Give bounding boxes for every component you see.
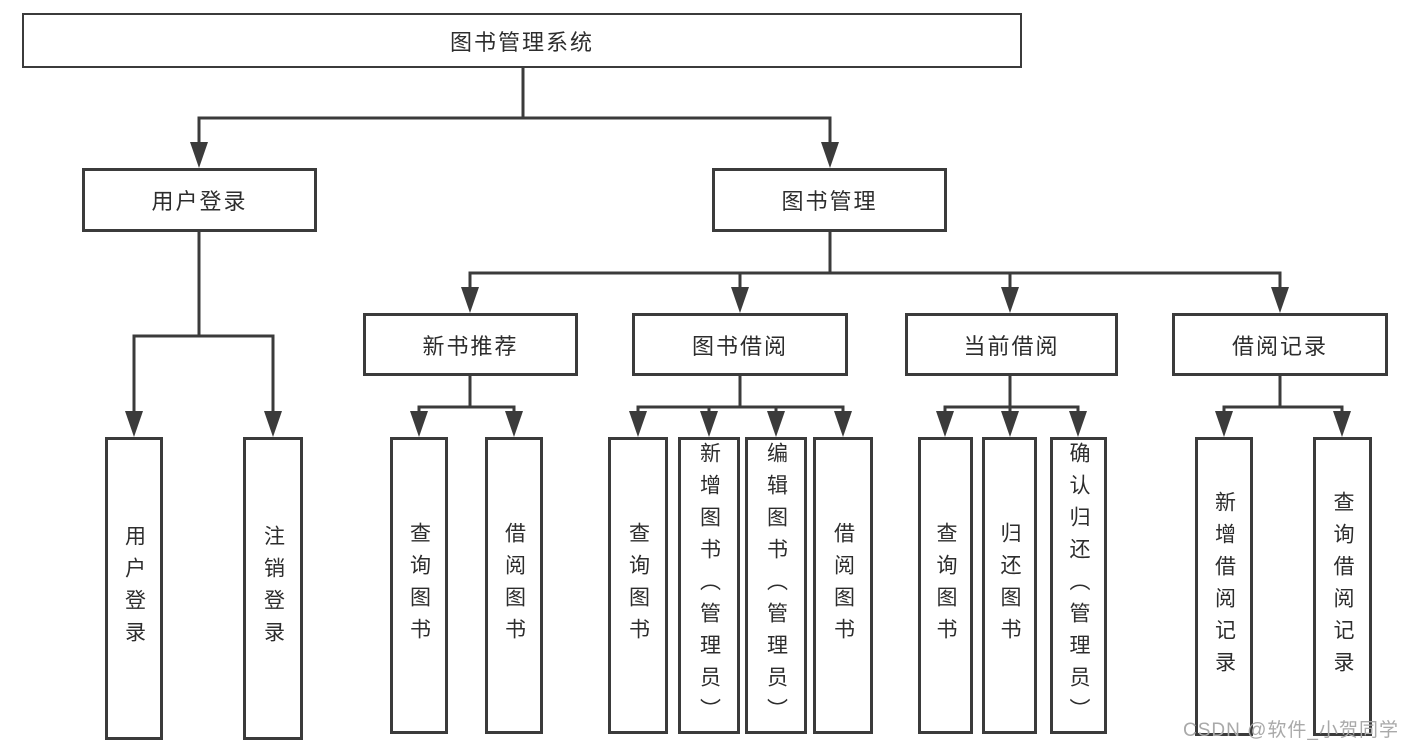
leaf-newbook-query-books-label: 查询图书 (407, 521, 431, 650)
arrowheads (125, 142, 1351, 437)
node-borrow-records: 借阅记录 (1172, 313, 1388, 376)
arrow-icon (1333, 411, 1351, 437)
node-book-management: 图书管理 (712, 168, 947, 232)
leaf-records-add-record: 新增借阅记录 (1195, 437, 1253, 736)
leaf-records-add-record-label: 新增借阅记录 (1212, 490, 1236, 683)
node-book-borrow: 图书借阅 (632, 313, 848, 376)
node-book-borrow-label: 图书借阅 (691, 333, 788, 359)
leaf-logout-label: 注销登录 (261, 524, 285, 653)
arrow-icon (1069, 411, 1087, 437)
arrow-icon (461, 287, 479, 313)
arrow-icon (505, 411, 523, 437)
node-borrow-records-label: 借阅记录 (1231, 333, 1328, 359)
leaf-newbook-borrow-books-label: 借阅图书 (502, 521, 526, 650)
node-user-login-label: 用户登录 (151, 189, 248, 214)
leaf-current-confirm-return-admin-label: 确认归还（管理员） (1067, 441, 1090, 730)
arrow-icon (629, 411, 647, 437)
leaf-borrow-query-books-label: 查询图书 (626, 521, 650, 650)
leaf-current-return-books-label: 归还图书 (998, 521, 1021, 650)
node-new-book-recommend: 新书推荐 (363, 313, 578, 376)
node-book-management-label: 图书管理 (781, 189, 878, 214)
arrow-icon (834, 411, 852, 437)
leaf-newbook-query-books: 查询图书 (390, 437, 448, 734)
arrow-icon (767, 411, 785, 437)
leaf-logout: 注销登录 (243, 437, 303, 740)
arrow-icon (700, 411, 718, 437)
arrow-icon (821, 142, 839, 168)
leaf-borrow-add-books-admin-label: 新增图书（管理员） (697, 441, 721, 730)
leaf-borrow-borrow-books: 借阅图书 (813, 437, 873, 734)
arrow-icon (264, 411, 282, 437)
node-user-login: 用户登录 (82, 168, 317, 232)
node-library-management-system: 图书管理系统 (22, 13, 1022, 68)
leaf-user-login: 用户登录 (105, 437, 163, 740)
leaf-borrow-edit-books-admin: 编辑图书（管理员） (745, 437, 807, 734)
arrow-icon (1271, 287, 1289, 313)
arrow-icon (1215, 411, 1233, 437)
leaf-newbook-borrow-books: 借阅图书 (485, 437, 543, 734)
leaf-records-query-record-label: 查询借阅记录 (1331, 490, 1354, 683)
leaf-current-return-books: 归还图书 (982, 437, 1037, 734)
node-current-borrow: 当前借阅 (905, 313, 1118, 376)
arrow-icon (731, 287, 749, 313)
leaf-current-query-books: 查询图书 (918, 437, 973, 734)
arrow-icon (1001, 287, 1019, 313)
arrow-icon (410, 411, 428, 437)
leaf-current-query-books-label: 查询图书 (934, 521, 957, 650)
leaf-borrow-borrow-books-label: 借阅图书 (831, 521, 855, 650)
leaf-borrow-edit-books-admin-label: 编辑图书（管理员） (764, 441, 788, 730)
leaf-records-query-record: 查询借阅记录 (1313, 437, 1372, 736)
arrow-icon (1001, 411, 1019, 437)
csdn-watermark: CSDN @软件_小贺同学 (1183, 720, 1399, 741)
arrow-icon (125, 411, 143, 437)
leaf-borrow-add-books-admin: 新增图书（管理员） (678, 437, 740, 734)
leaf-current-confirm-return-admin: 确认归还（管理员） (1050, 437, 1107, 734)
node-library-management-system-label: 图书管理系统 (449, 29, 594, 55)
node-current-borrow-label: 当前借阅 (963, 333, 1060, 359)
arrow-icon (936, 411, 954, 437)
leaf-borrow-query-books: 查询图书 (608, 437, 668, 734)
node-new-book-recommend-label: 新书推荐 (422, 333, 519, 359)
leaf-user-login-label: 用户登录 (122, 524, 146, 653)
arrow-icon (190, 142, 208, 168)
